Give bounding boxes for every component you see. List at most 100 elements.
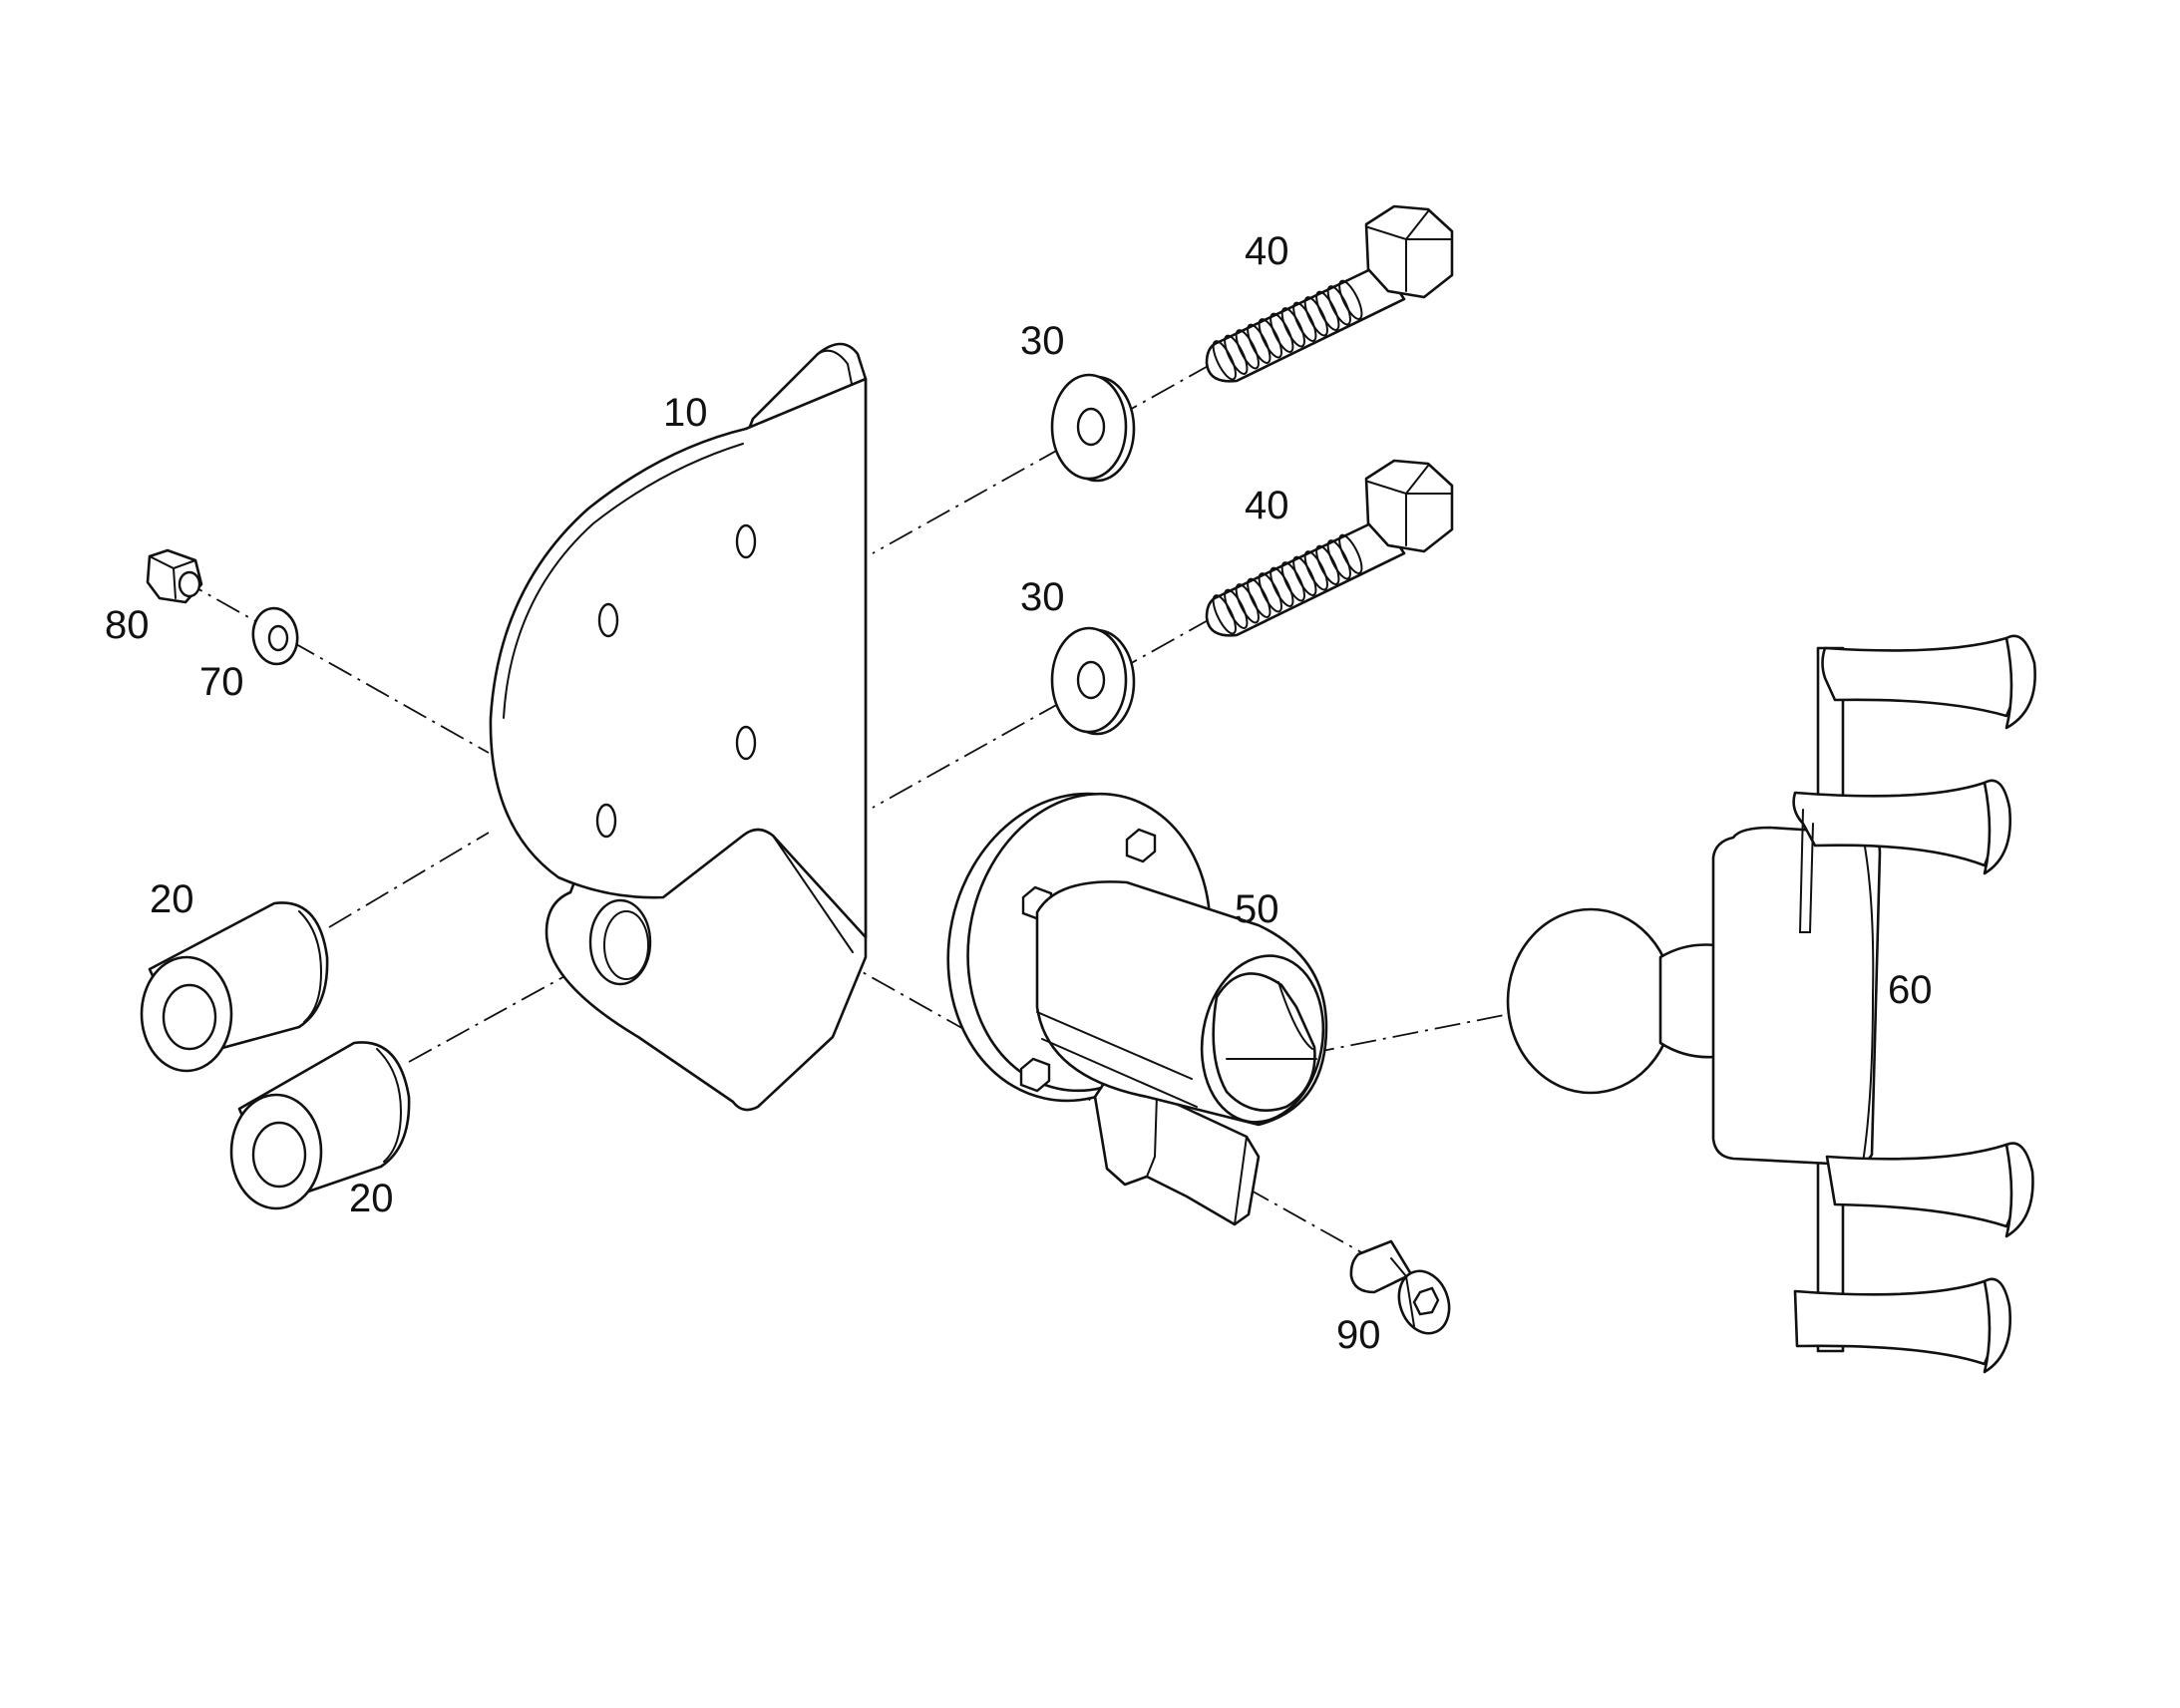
mount-knob-edge bbox=[1146, 1094, 1248, 1225]
washer-upper-30 bbox=[1050, 373, 1136, 483]
bolt-lower-threads bbox=[1212, 533, 1363, 635]
bolt-upper-thread-11 bbox=[1326, 285, 1351, 326]
bolt-upper-threads bbox=[1212, 279, 1363, 381]
callout-70: 70 bbox=[199, 660, 244, 704]
callout-10: 10 bbox=[663, 391, 708, 435]
cradle-arm-2-tip bbox=[1983, 779, 2011, 875]
callout-30-upper: 30 bbox=[1020, 319, 1065, 363]
bolt-upper-thread-7 bbox=[1280, 307, 1305, 348]
mount-socket-cup bbox=[1212, 972, 1316, 1112]
bolt-lower-thread-12 bbox=[1338, 533, 1363, 574]
cradle-arm-3-tip bbox=[2004, 1142, 2034, 1238]
bolt-lower-thread-4 bbox=[1247, 577, 1272, 618]
callout-50: 50 bbox=[1235, 887, 1279, 931]
bolt-lower-thread-6 bbox=[1270, 566, 1294, 607]
bolt-upper-head-facet bbox=[1367, 210, 1453, 292]
bolt-lower-thread-8 bbox=[1292, 555, 1317, 596]
bracket-plate-edge bbox=[503, 443, 744, 719]
axis-bolt-lower bbox=[872, 617, 1213, 809]
bolt-upper-thread-12 bbox=[1338, 279, 1363, 320]
bracket-large-hole-inner bbox=[603, 910, 649, 980]
mount-socket-groove bbox=[1036, 1011, 1198, 1108]
spacer-lower-bore bbox=[251, 1121, 307, 1189]
bolt-lower-thread-10 bbox=[1315, 544, 1340, 585]
cradle-body-edge bbox=[1862, 835, 1875, 1164]
callout-60: 60 bbox=[1888, 968, 1933, 1012]
bolt-upper-thread-6 bbox=[1270, 312, 1294, 353]
cradle-arm-1 bbox=[1821, 636, 2019, 718]
bolt-upper-thread-1 bbox=[1212, 340, 1237, 381]
bracket-flange-edge bbox=[817, 349, 854, 390]
cradle-arm-1-tip bbox=[2004, 634, 2036, 730]
callout-40-upper: 40 bbox=[1245, 229, 1289, 273]
cradle-arm-2-post bbox=[1798, 809, 1814, 933]
nut-80 bbox=[146, 548, 203, 604]
bolt-lower-thread-2 bbox=[1224, 588, 1249, 629]
bolt-lower-40 bbox=[1205, 459, 1454, 637]
spacer-upper-20 bbox=[140, 901, 329, 1073]
bolt-upper-thread-9 bbox=[1303, 296, 1328, 337]
callout-90: 90 bbox=[1336, 1313, 1381, 1357]
bracket-hole-2 bbox=[597, 602, 619, 638]
spacer-upper-bore bbox=[162, 983, 217, 1051]
bracket-hole-4 bbox=[595, 803, 617, 839]
spacer-lower-chamfer bbox=[376, 1048, 403, 1163]
phone-cradle-60 bbox=[1506, 634, 2036, 1374]
washer-lower-bore bbox=[1076, 660, 1106, 700]
screw-head-side bbox=[1390, 1257, 1415, 1327]
bracket-large-hole bbox=[588, 898, 652, 986]
callout-40-lower: 40 bbox=[1245, 484, 1289, 527]
cradle-ball bbox=[1506, 907, 1675, 1095]
washer-lower-30 bbox=[1050, 626, 1136, 736]
bolt-lower-thread-11 bbox=[1326, 539, 1351, 580]
mount-socket-slit bbox=[1226, 981, 1317, 1060]
callout-20-upper: 20 bbox=[150, 877, 194, 921]
bolt-lower-shank bbox=[1205, 516, 1406, 637]
ball-mount-50 bbox=[946, 792, 1328, 1226]
mount-slot-1 bbox=[1125, 828, 1157, 863]
callout-80: 80 bbox=[105, 603, 150, 647]
callout-labels: 10 20 20 30 30 40 40 50 60 70 80 90 bbox=[105, 229, 1933, 1357]
bolt-upper-head bbox=[1364, 204, 1454, 299]
small-washer-70 bbox=[251, 606, 299, 666]
bolt-lower-head bbox=[1364, 459, 1454, 553]
bracket-hole-1 bbox=[735, 523, 757, 559]
bracket-fold-line bbox=[772, 835, 854, 953]
mount-slot-3 bbox=[1019, 1057, 1051, 1093]
bolt-lower-thread-9 bbox=[1303, 550, 1328, 591]
spacer-lower-20 bbox=[229, 1041, 411, 1210]
cradle-arm-3 bbox=[1825, 1143, 2019, 1228]
screw-hex-socket bbox=[1412, 1286, 1440, 1316]
bolt-lower-thread-7 bbox=[1280, 561, 1305, 602]
bolt-upper-thread-4 bbox=[1247, 323, 1272, 364]
washer-upper-bore bbox=[1076, 407, 1106, 447]
bolt-upper-thread-8 bbox=[1292, 301, 1317, 342]
bracket-hole-3 bbox=[735, 725, 757, 761]
axis-spacer-upper bbox=[328, 832, 490, 928]
nut-facet bbox=[149, 555, 196, 599]
bolt-upper-thread-2 bbox=[1224, 334, 1249, 375]
spacer-upper-chamfer bbox=[298, 910, 323, 1023]
bolt-lower-thread-3 bbox=[1235, 583, 1260, 624]
bolt-upper-shank bbox=[1205, 262, 1406, 383]
bolt-upper-40 bbox=[1205, 204, 1454, 383]
socket-screw-90 bbox=[1349, 1239, 1451, 1335]
screw-shank bbox=[1349, 1239, 1413, 1294]
cradle-body bbox=[1711, 826, 1882, 1167]
bolt-lower-thread-1 bbox=[1212, 594, 1237, 635]
bolt-lower-head-facet bbox=[1367, 465, 1453, 546]
bracket-10 bbox=[489, 342, 868, 1112]
bracket-main-plate bbox=[489, 377, 868, 939]
bolt-lower-thread-5 bbox=[1258, 572, 1282, 613]
nut-bore bbox=[178, 570, 201, 598]
bolt-upper-thread-5 bbox=[1258, 318, 1282, 359]
cradle-arm-4-tip bbox=[1983, 1277, 2011, 1374]
bolt-upper-thread-10 bbox=[1315, 290, 1340, 331]
cradle-neck bbox=[1658, 943, 1717, 1059]
axis-nut bbox=[179, 577, 490, 754]
bolt-upper-thread-3 bbox=[1235, 329, 1260, 370]
callout-20-lower: 20 bbox=[349, 1177, 394, 1220]
small-washer-bore bbox=[267, 624, 289, 652]
axis-bolt-upper bbox=[872, 363, 1213, 554]
